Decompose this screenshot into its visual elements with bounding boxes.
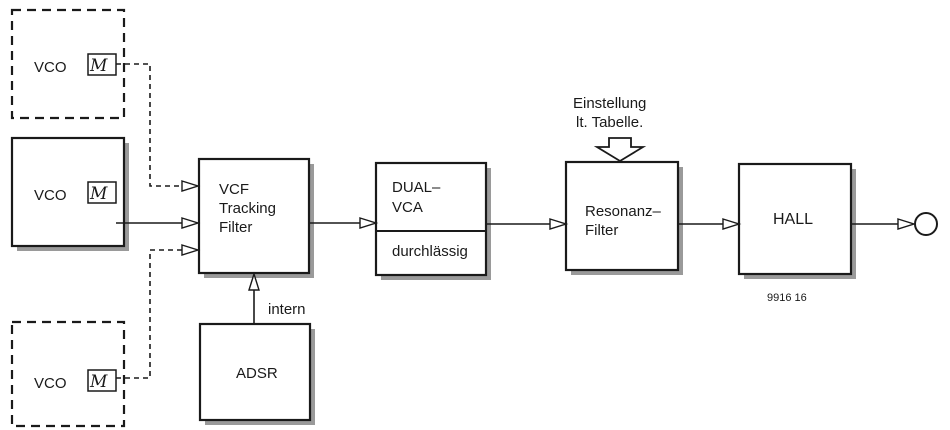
- vco-bottom-label: VCO: [34, 375, 67, 392]
- vco-bottom-waveform-icon: Μ: [89, 372, 108, 392]
- arrow-vco-bottom-to-vcf: [181, 244, 201, 256]
- wire-vco-bottom-to-vcf: [116, 249, 182, 379]
- vco-bottom-block: VCO Μ: [10, 320, 126, 428]
- resonanz-frame: [564, 160, 680, 272]
- vco-top-waveform-icon: Μ: [89, 56, 108, 76]
- resonanz-label-line2: Filter: [585, 222, 618, 239]
- arrow-resonanz-to-hall: [722, 218, 742, 230]
- adsr-frame: [198, 322, 312, 422]
- wire-vco-top-to-vcf: [116, 63, 182, 187]
- vca-block: DUAL– VCA durchlässig: [374, 161, 491, 280]
- arrow-vcf-to-vca: [359, 217, 379, 229]
- arrow-vco-mid-to-vcf: [181, 217, 201, 229]
- resonanz-block: Resonanz– Filter: [564, 160, 683, 275]
- vcf-label-line3: Filter: [219, 219, 252, 236]
- vcf-label-line2: Tracking: [219, 200, 276, 217]
- adsr-link-label: intern: [268, 301, 306, 318]
- arrow-vca-to-resonanz: [549, 218, 569, 230]
- arrow-hall-to-output: [897, 218, 917, 230]
- vca-label-line1: DUAL–: [392, 179, 441, 196]
- hall-frame: [737, 162, 853, 276]
- vco-mid-label: VCO: [34, 187, 67, 204]
- hall-block: HALL: [737, 162, 856, 279]
- vca-frame: [374, 161, 488, 277]
- arrow-adsr-to-vcf: [248, 271, 260, 291]
- vca-label-line2: VCA: [392, 199, 423, 216]
- vcf-block: VCF Tracking Filter: [197, 157, 314, 278]
- vco-mid-waveform-icon: Μ: [89, 184, 108, 204]
- vcf-frame: [197, 157, 311, 275]
- setting-note: Einstellung lt. Tabelle.: [573, 95, 647, 163]
- output-jack-icon: [914, 212, 938, 236]
- hall-label: HALL: [773, 211, 813, 228]
- adsr-block: ADSR: [198, 322, 315, 425]
- figure-number: 9916 16: [767, 292, 807, 304]
- vca-label-line3: durchlässig: [392, 243, 468, 260]
- vco-top-label: VCO: [34, 59, 67, 76]
- vco-bottom-output-symbol-box: [87, 369, 117, 392]
- adsr-label: ADSR: [236, 365, 278, 382]
- arrow-vco-top-to-vcf: [181, 180, 201, 192]
- vco-mid-output-symbol-box: [87, 181, 117, 204]
- vcf-label-line1: VCF: [219, 181, 249, 198]
- resonanz-label-line1: Resonanz–: [585, 203, 662, 220]
- setting-input-arrow-icon: [593, 137, 647, 163]
- vco-top-block: VCO Μ: [10, 8, 126, 120]
- setting-label-line1: Einstellung: [573, 95, 646, 112]
- vco-mid-block: VCO Μ: [10, 136, 129, 251]
- setting-label-line2: lt. Tabelle.: [576, 114, 643, 131]
